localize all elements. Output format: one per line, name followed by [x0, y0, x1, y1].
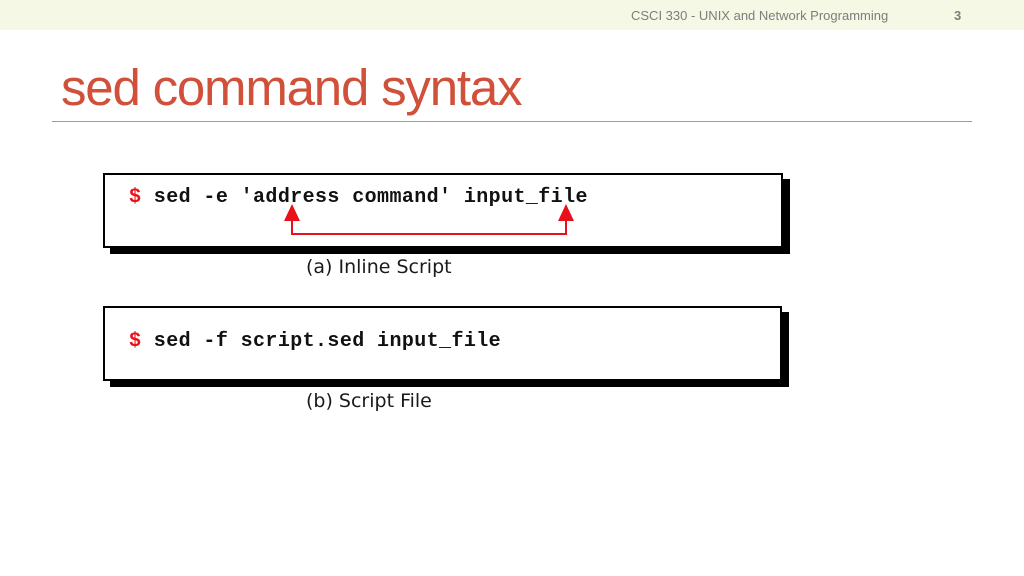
command-text: sed -f script.sed input_file: [141, 330, 502, 353]
course-title: CSCI 330 - UNIX and Network Programming: [631, 8, 889, 23]
slide-number: 3: [954, 8, 962, 23]
shell-prompt: $: [129, 330, 142, 353]
inline-script-caption: (a) Inline Script: [306, 256, 452, 278]
script-file-command: $ sed -f script.sed input_file: [129, 330, 501, 353]
slide-header-band: CSCI 330 - UNIX and Network Programming …: [0, 0, 1024, 30]
script-file-caption: (b) Script File: [306, 390, 432, 412]
command-text: sed -e 'address command' input_file: [141, 186, 588, 209]
inline-script-command-box: $ sed -e 'address command' input_file: [103, 173, 783, 248]
inline-script-command: $ sed -e 'address command' input_file: [129, 186, 588, 209]
slide-title: sed command syntax: [61, 59, 522, 116]
title-divider: [52, 121, 972, 122]
script-file-command-box: $ sed -f script.sed input_file: [103, 306, 782, 381]
shell-prompt: $: [129, 186, 142, 209]
